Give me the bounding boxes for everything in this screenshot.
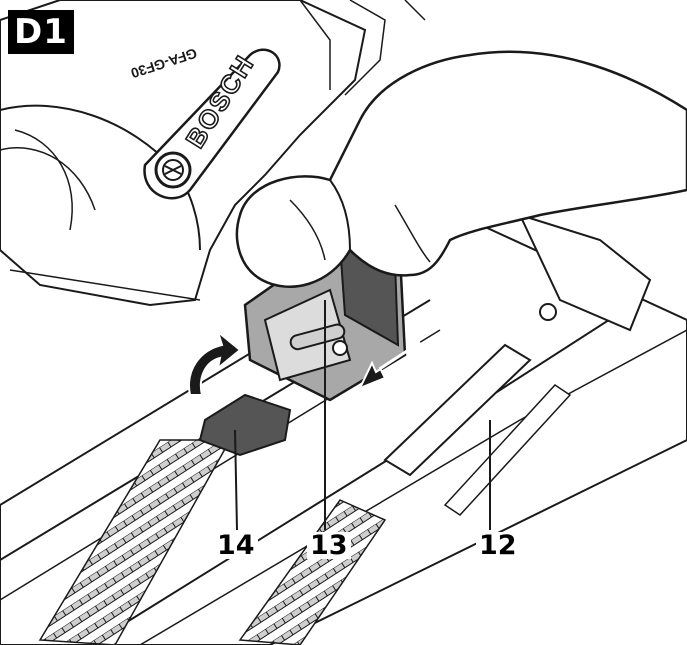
- callout-label-13: 13: [307, 532, 351, 559]
- slide-arrow: [357, 341, 421, 390]
- callout-label-14: 14: [214, 532, 258, 559]
- leader-lines: [234, 300, 491, 531]
- callout-label-12: 12: [476, 532, 520, 559]
- rotation-arrow: [188, 329, 242, 396]
- guide-rail: [0, 213, 687, 645]
- figure-badge: D1: [8, 10, 74, 54]
- locking-tab: [198, 393, 292, 457]
- leader-line-14: [234, 429, 238, 531]
- hand: [235, 50, 687, 288]
